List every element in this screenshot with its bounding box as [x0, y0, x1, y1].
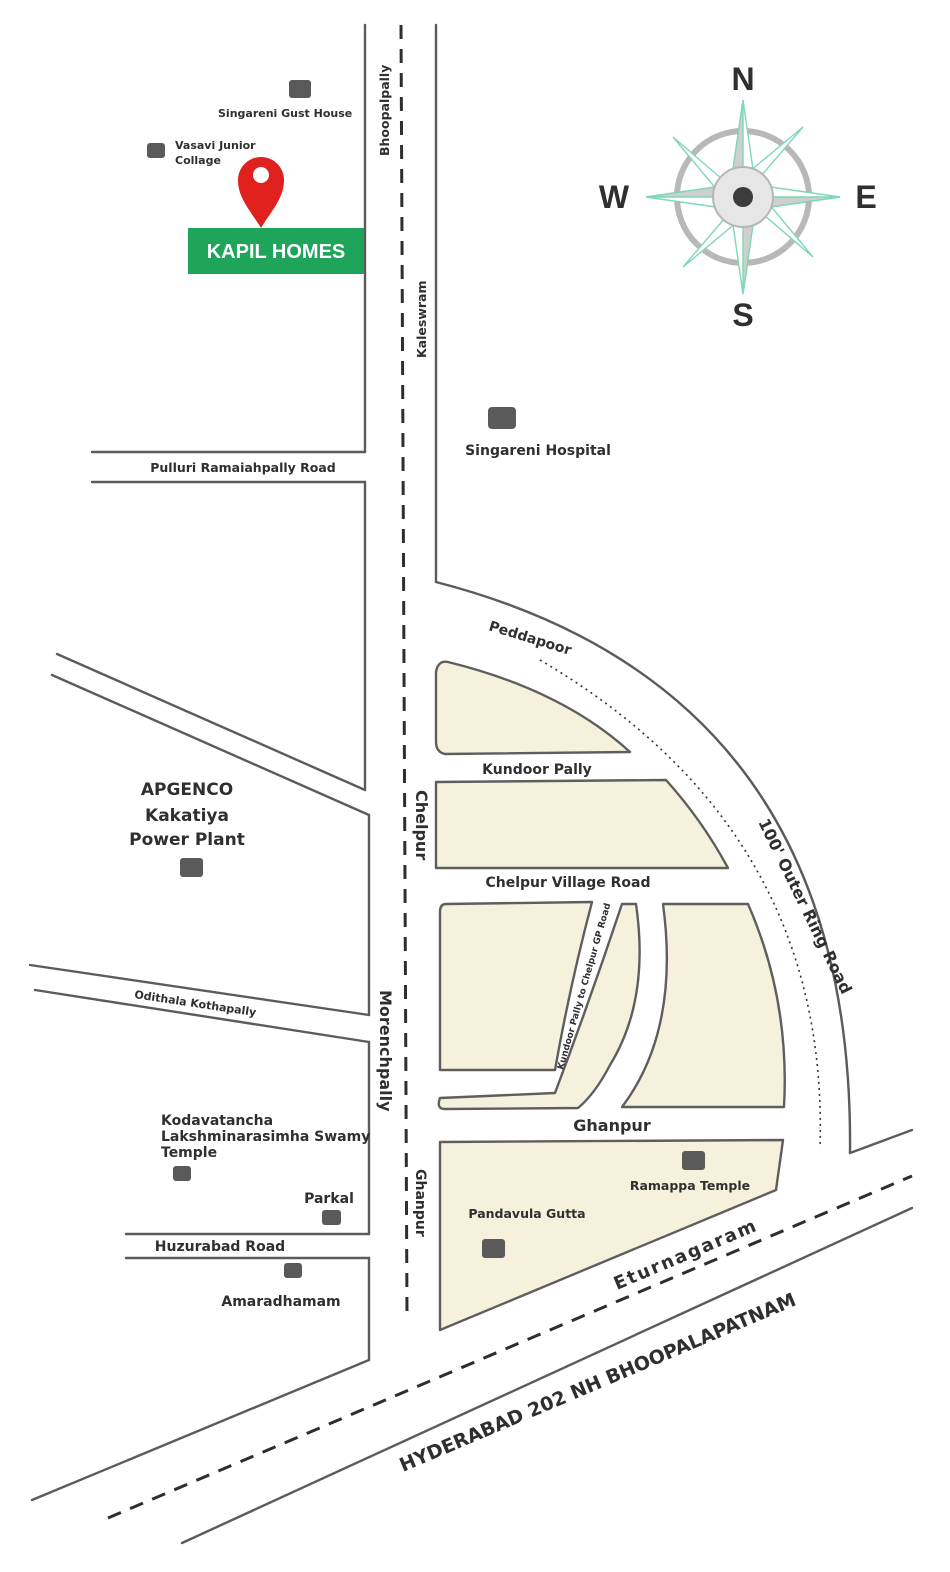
huzurabad-road-label: Huzurabad Road: [155, 1239, 285, 1255]
kodavatancha-label-line1: Kodavatancha: [161, 1113, 273, 1129]
block-chelpur-strip: [437, 902, 641, 1111]
outer-ring-road-outer-edge: [434, 580, 852, 1155]
ghanpur-vertical-label: Ghanpur: [412, 1169, 428, 1237]
apgenco-label-line1: APGENCO: [141, 780, 233, 800]
morenchpally-label: Morenchpally: [376, 990, 395, 1112]
kapil-homes-label: KAPIL HOMES: [207, 241, 346, 263]
amaradhamam-marker: [284, 1263, 302, 1278]
amaradhamam-label: Amaradhamam: [221, 1294, 340, 1310]
apgenco-road-bottom-edge: [50, 673, 371, 817]
block-ghanpur-right: [620, 902, 786, 1109]
vasavi-label-line1: Vasavi Junior: [175, 139, 256, 152]
kodavatancha-temple-marker: [173, 1166, 191, 1181]
pulluri-road-label: Pulluri Ramaiahpally Road: [150, 460, 336, 475]
compass-east-label: E: [855, 179, 876, 215]
chelpur-village-road-label: Chelpur Village Road: [486, 875, 651, 891]
kundoor-pally-label: Kundoor Pally: [482, 762, 592, 778]
location-pin-hole: [253, 167, 269, 183]
block-chelpur-left: [438, 900, 594, 1072]
singareni-gust-house-marker: [289, 80, 311, 98]
ramappa-temple-label: Ramappa Temple: [630, 1178, 750, 1193]
kodavatancha-label-line2: Lakshminarasimha Swamy: [161, 1129, 370, 1145]
apgenco-label-line2: Kakatiya: [145, 806, 229, 826]
highway-bottom-edge: [180, 1206, 914, 1545]
block-ghanpur-south: [438, 1138, 785, 1332]
outer-ring-road-center-line: [539, 659, 822, 1149]
town-blocks: [434, 660, 786, 1332]
apgenco-road-top-edge: [55, 652, 367, 792]
highway-ring-join: [848, 1128, 914, 1155]
compass-west-label: W: [599, 179, 630, 215]
odithala-road-top-edge: [28, 963, 371, 1017]
landmark-labels: Singareni Gust House Vasavi Junior Colla…: [129, 107, 750, 1310]
highway-top-edge: [30, 1358, 371, 1502]
kapil-homes-location[interactable]: KAPIL HOMES: [188, 157, 364, 274]
main-road-center-line: [399, 24, 409, 1316]
bhoopalpally-label: Bhoopalpally: [377, 65, 392, 156]
apgenco-marker: [180, 858, 203, 877]
location-pin-icon: [238, 157, 284, 228]
kodavatancha-label-line3: Temple: [161, 1145, 217, 1161]
singareni-hospital-marker: [488, 407, 516, 429]
peddapoor-label: Peddapoor: [487, 619, 573, 659]
vasavi-label-line2: Collage: [175, 154, 221, 167]
singareni-gust-house-label: Singareni Gust House: [218, 107, 352, 120]
kapil-homes-banner: [188, 228, 364, 274]
block-peddapoor: [434, 660, 632, 756]
chelpur-label: Chelpur: [412, 790, 431, 860]
compass-center-dot: [733, 187, 753, 207]
vasavi-collage-marker: [147, 143, 165, 158]
parkal-marker: [322, 1210, 341, 1225]
pandavula-gutta-label: Pandavula Gutta: [468, 1206, 585, 1221]
road-network: [28, 23, 914, 1545]
pandavula-gutta-marker: [482, 1239, 505, 1258]
compass-rose: N S E W: [599, 61, 877, 333]
ghanpur-horizontal-label: Ghanpur: [573, 1116, 651, 1135]
ramappa-temple-marker: [682, 1151, 705, 1170]
singareni-hospital-label: Singareni Hospital: [465, 443, 611, 459]
odithala-road-bottom-edge: [33, 988, 371, 1044]
compass-north-label: N: [731, 61, 754, 97]
landmark-markers: [147, 80, 705, 1278]
kaleswram-label: Kaleswram: [414, 281, 429, 359]
apgenco-label-line3: Power Plant: [129, 830, 245, 850]
parkal-label: Parkal: [304, 1191, 354, 1207]
compass-south-label: S: [732, 297, 753, 333]
highway-center-line: [107, 1174, 913, 1520]
block-kundoor: [434, 778, 730, 870]
